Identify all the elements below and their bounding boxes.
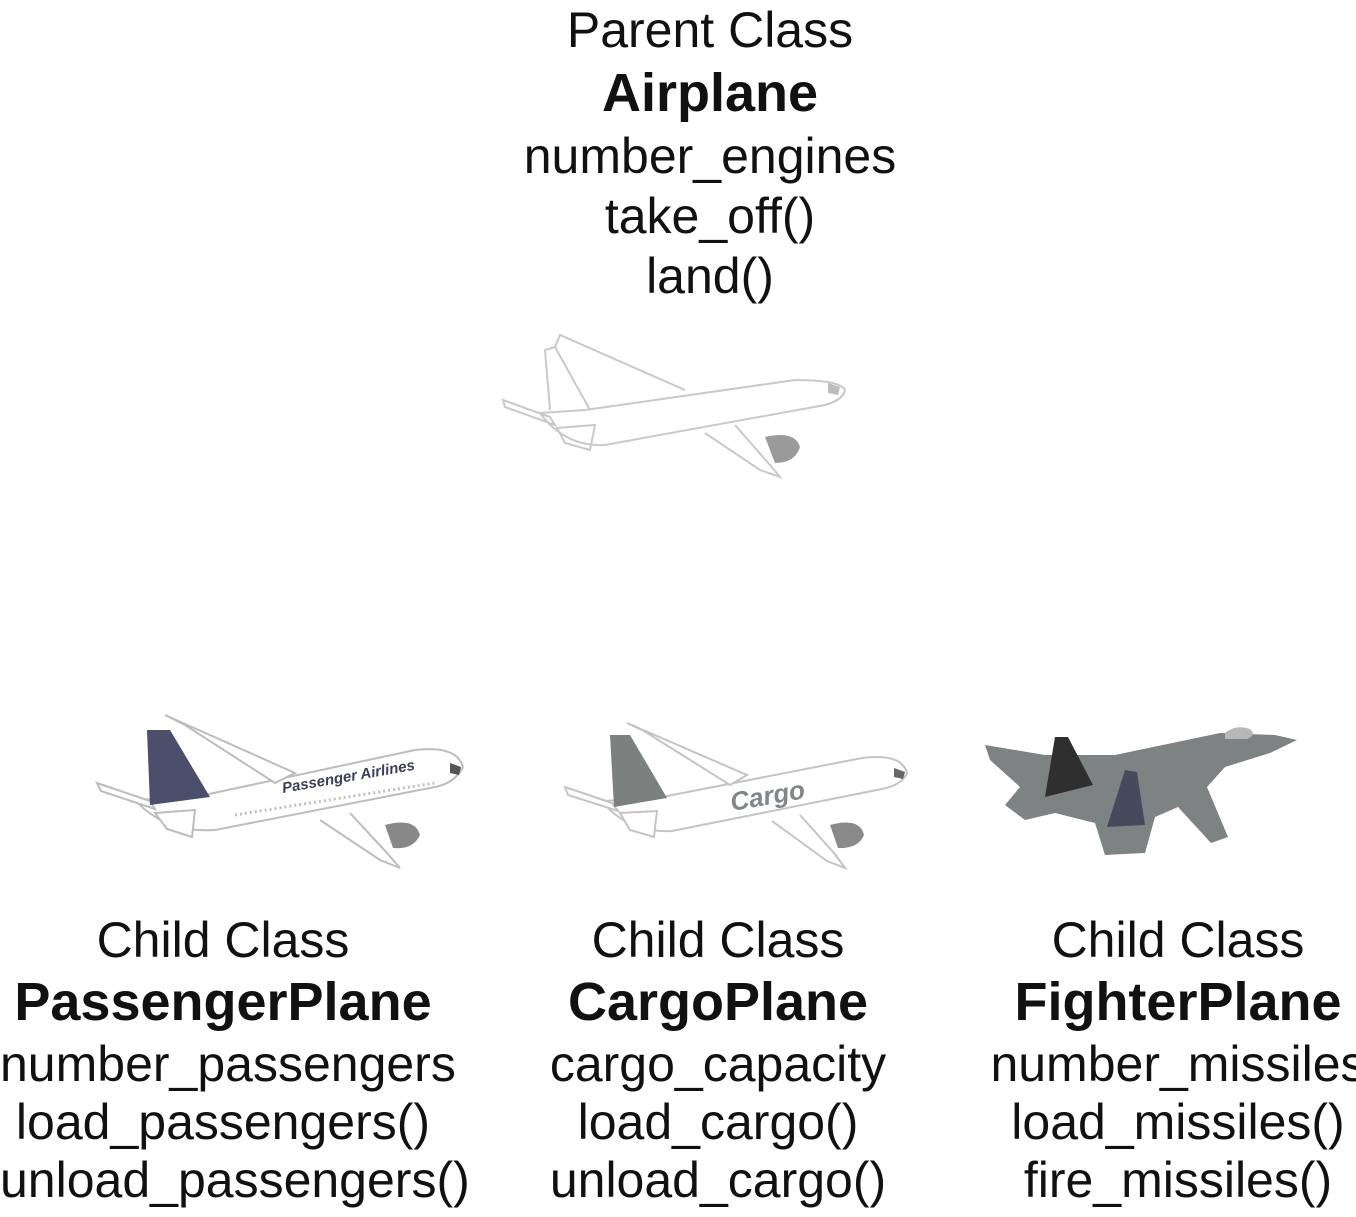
livery-text: Cargo xyxy=(728,774,807,817)
passenger-airliner-icon: Passenger Airlines xyxy=(95,714,465,869)
class-attribute: number_engines xyxy=(523,128,897,184)
class-attribute: cargo_capacity xyxy=(549,1036,887,1092)
child-class-fighterplane: Child Class FighterPlane number_missiles… xyxy=(978,911,1356,1209)
class-method: fire_missiles() xyxy=(1023,1152,1333,1208)
class-name: PassengerPlane xyxy=(14,972,432,1032)
class-method: load_passengers() xyxy=(15,1094,431,1150)
class-kind-label: Child Class xyxy=(591,912,845,968)
tail-fin xyxy=(610,735,667,807)
class-name: FighterPlane xyxy=(1014,972,1342,1032)
class-method: unload_passengers() xyxy=(0,1152,470,1208)
plain-airliner-icon xyxy=(501,333,847,480)
class-attribute: number_missiles xyxy=(990,1036,1356,1092)
class-method: land() xyxy=(646,248,774,304)
child-class-cargoplane: Child Class CargoPlane cargo_capacity lo… xyxy=(498,911,938,1209)
class-name: Airplane xyxy=(601,63,819,123)
class-kind-label: Child Class xyxy=(96,912,350,968)
class-method: load_cargo() xyxy=(577,1094,859,1150)
class-name: CargoPlane xyxy=(567,972,869,1032)
cargo-airliner-icon: Cargo xyxy=(563,722,909,871)
tail-fin xyxy=(147,730,210,805)
class-method: take_off() xyxy=(604,188,816,244)
class-kind-label: Parent Class xyxy=(566,2,854,58)
class-kind-label: Child Class xyxy=(1051,912,1305,968)
child-class-passengerplane: Child Class PassengerPlane number_passen… xyxy=(0,911,470,1209)
class-method: unload_cargo() xyxy=(549,1152,887,1208)
class-method: load_missiles() xyxy=(1011,1094,1345,1150)
class-attribute: number_passengers xyxy=(0,1036,456,1092)
fighter-jet-icon xyxy=(985,727,1297,855)
parent-class-airplane: Parent Class Airplane number_engines tak… xyxy=(410,0,1010,306)
